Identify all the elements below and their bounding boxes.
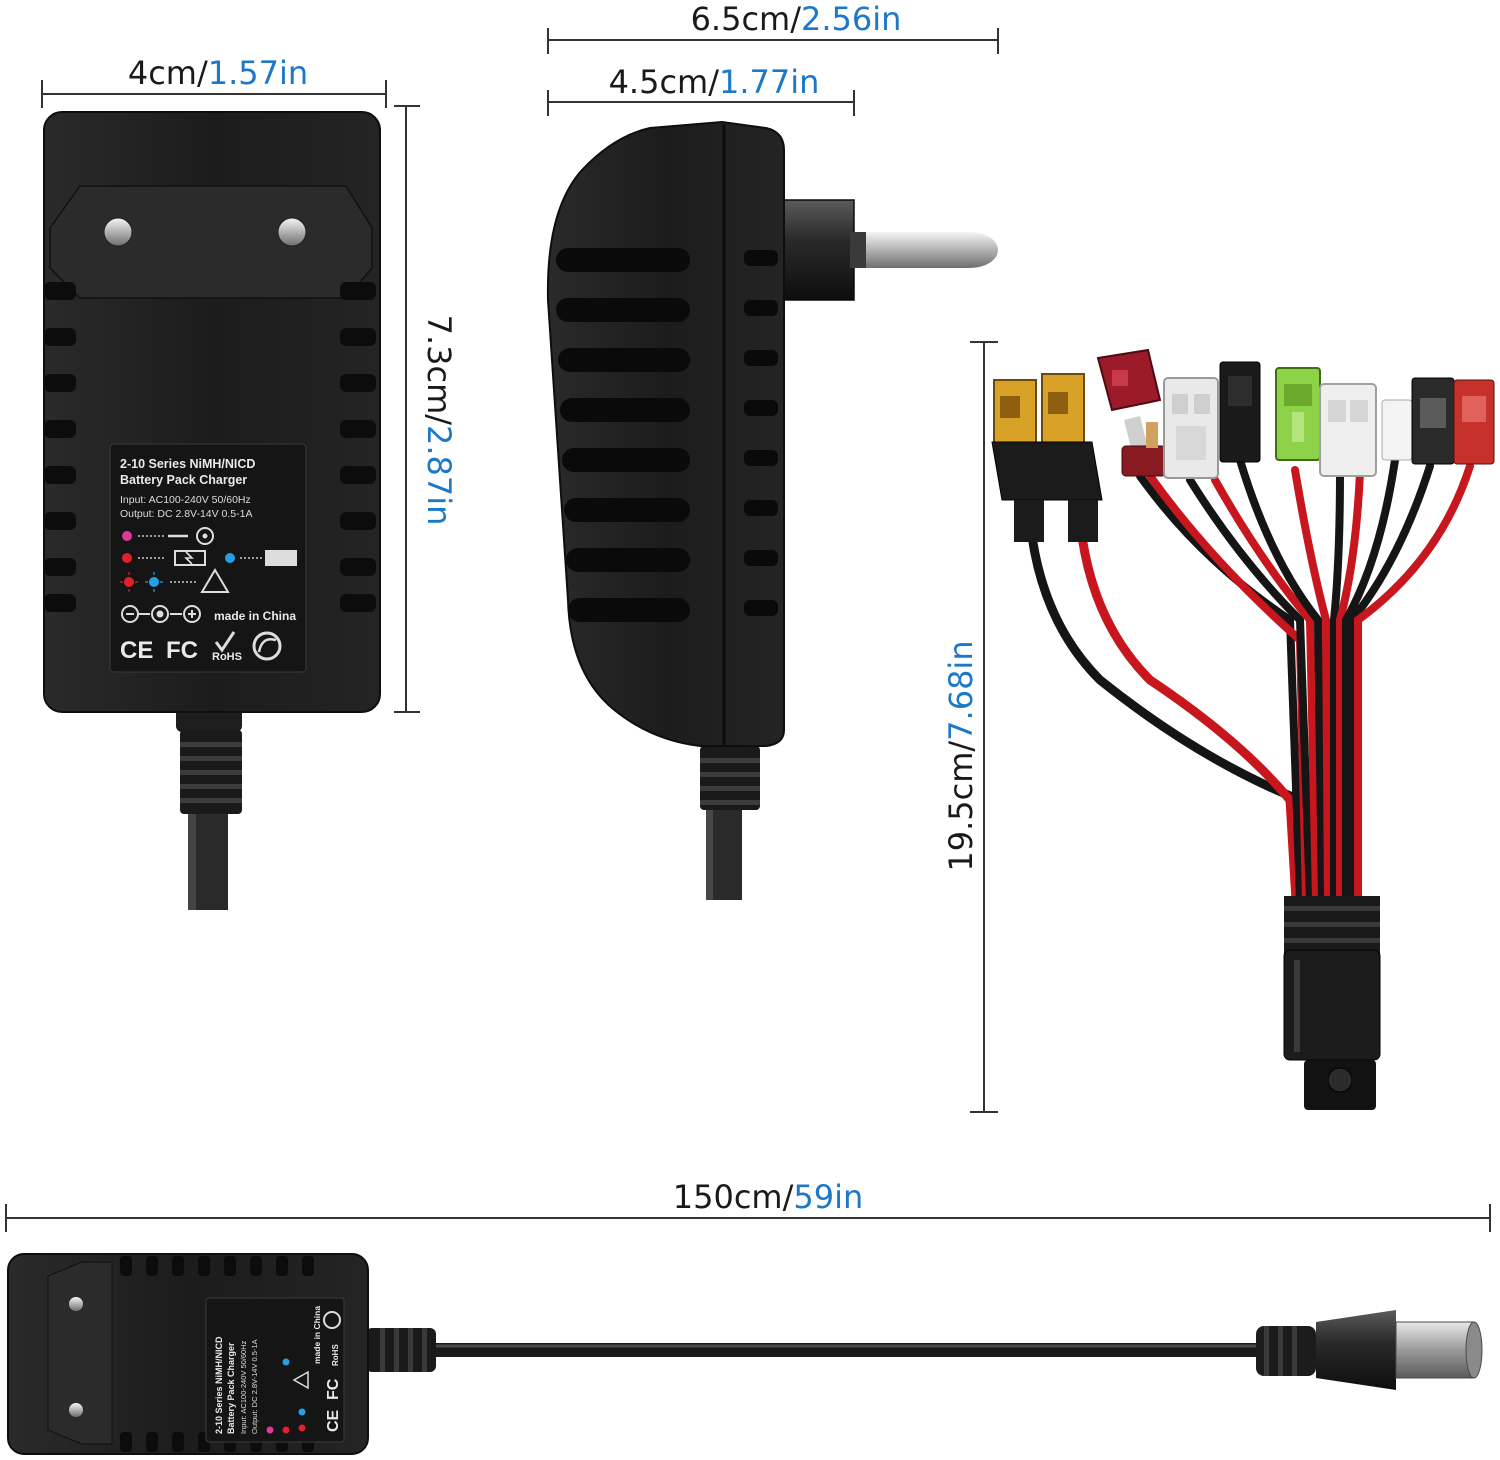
traxxas-connector: [991, 373, 1103, 542]
charger-side-view: [546, 120, 998, 900]
strain-relief-top: [366, 1328, 436, 1372]
label-title-line1: 2-10 Series NiMH/NICD: [120, 457, 255, 471]
rot-led-blue-icon: [282, 1358, 290, 1366]
cable-total-label: 150cm/59in: [673, 1178, 864, 1216]
vents-right: [340, 282, 376, 612]
front-height-label: 7.3cm/2.87in: [420, 315, 458, 526]
mini-tamiya-connector: [1275, 367, 1321, 461]
warning-icon: [200, 568, 230, 593]
charger-label: 2-10 Series NiMH/NICD Battery Pack Charg…: [109, 443, 307, 673]
charger-front-view: 2-10 Series NiMH/NICD Battery Pack Charg…: [43, 111, 381, 910]
connector-cable-bundle: [991, 348, 1495, 1110]
cable-bundle-label: 19.5cm/7.68in: [942, 640, 980, 871]
strain-relief-front: [180, 730, 242, 814]
vents-side: [556, 248, 778, 622]
jst-black-connector: [1219, 361, 1261, 463]
ce-mark: CE: [120, 637, 153, 664]
rot-led-flash-icon: [298, 1424, 306, 1432]
label-input: Input: AC100-240V 50/60Hz: [120, 494, 251, 506]
sm-white-connector: [1381, 399, 1413, 461]
label-made-in: made in China: [214, 609, 296, 623]
eu-plug-plate: [49, 185, 373, 299]
label-title-line2: Battery Pack Charger: [120, 473, 247, 487]
polarity-icon: [121, 605, 201, 623]
charger-side-housing: [546, 120, 785, 747]
rot-led-pink-icon: [266, 1426, 274, 1434]
rot-label-output: Output: DC 2.8V-14V 0.5-1A: [250, 1339, 259, 1434]
dimension-cable-bundle: 19.5cm/7.68in: [942, 341, 998, 1113]
plug-pin-right: [277, 217, 307, 247]
eu-plug-plate-top: [47, 1261, 113, 1445]
charging-battery-icon: [174, 550, 206, 566]
ec-red-connector: [1453, 379, 1495, 465]
led-red-icon: [122, 553, 132, 563]
rot-label-line1: 2-10 Series NiMH/NICD: [214, 1336, 224, 1434]
dimension-side-body: 4.5cm/1.77in: [547, 63, 855, 116]
wires: [1025, 456, 1474, 905]
dc-barrel-plug: [1256, 1310, 1483, 1390]
label-output: Output: DC 2.8V-14V 0.5-1A: [120, 508, 253, 520]
led-pink-icon: [122, 531, 132, 541]
charger-label-rotated: 2-10 Series NiMH/NICD Battery Pack Charg…: [205, 1297, 345, 1443]
led-blue-icon: [225, 553, 235, 563]
tamiya-white-connector: [1163, 377, 1219, 479]
eu-plug-prong: [781, 199, 998, 301]
plug-pin-top-a: [69, 1297, 83, 1311]
front-width-label: 4cm/1.57in: [128, 54, 308, 92]
charger-with-cable-view: 2-10 Series NiMH/NICD Battery Pack Charg…: [7, 1253, 1483, 1455]
rohs-mark: RoHS: [212, 651, 242, 663]
rot-label-input: Input: AC100-240V 50/60Hz: [239, 1340, 248, 1434]
led-flashing-icon: [120, 572, 163, 592]
dimension-cable-total: 150cm/59in: [5, 1178, 1491, 1232]
recycle-icon: [252, 631, 282, 661]
vents-left: [44, 282, 76, 612]
plug-pin-top-b: [69, 1403, 83, 1417]
cable-sleeve: [1283, 896, 1381, 1110]
dimension-front-height: 7.3cm/2.87in: [394, 105, 458, 713]
rot-warning-icon: [292, 1370, 309, 1390]
dimension-side-total: 6.5cm/2.56in: [547, 0, 999, 54]
side-total-label: 6.5cm/2.56in: [691, 0, 902, 38]
futaba-connector: [1411, 377, 1455, 465]
rot-label-made-in: made in China: [312, 1306, 322, 1364]
rot-led-red-icon: [282, 1426, 290, 1434]
plug-pin-left: [103, 217, 133, 247]
strain-relief-side: [700, 746, 760, 810]
rot-rohs-mark: RoHS: [331, 1344, 340, 1366]
rohs-check-icon: [214, 631, 236, 653]
dimension-front-width: 4cm/1.57in: [41, 54, 387, 108]
full-battery-icon: [265, 550, 297, 566]
rot-recycle-icon: [323, 1311, 341, 1329]
rot-ce-mark: CE: [325, 1409, 342, 1432]
tamiya-white-2-connector: [1319, 383, 1377, 477]
side-body-label: 4.5cm/1.77in: [609, 63, 820, 101]
rot-label-line2: Battery Pack Charger: [226, 1342, 236, 1434]
plug-icon: [168, 527, 214, 545]
deans-connector: [1121, 416, 1167, 477]
fc-mark: FC: [166, 637, 198, 664]
rot-fc-mark: FC: [325, 1378, 342, 1400]
tamiya-red-connector: [1096, 348, 1162, 412]
